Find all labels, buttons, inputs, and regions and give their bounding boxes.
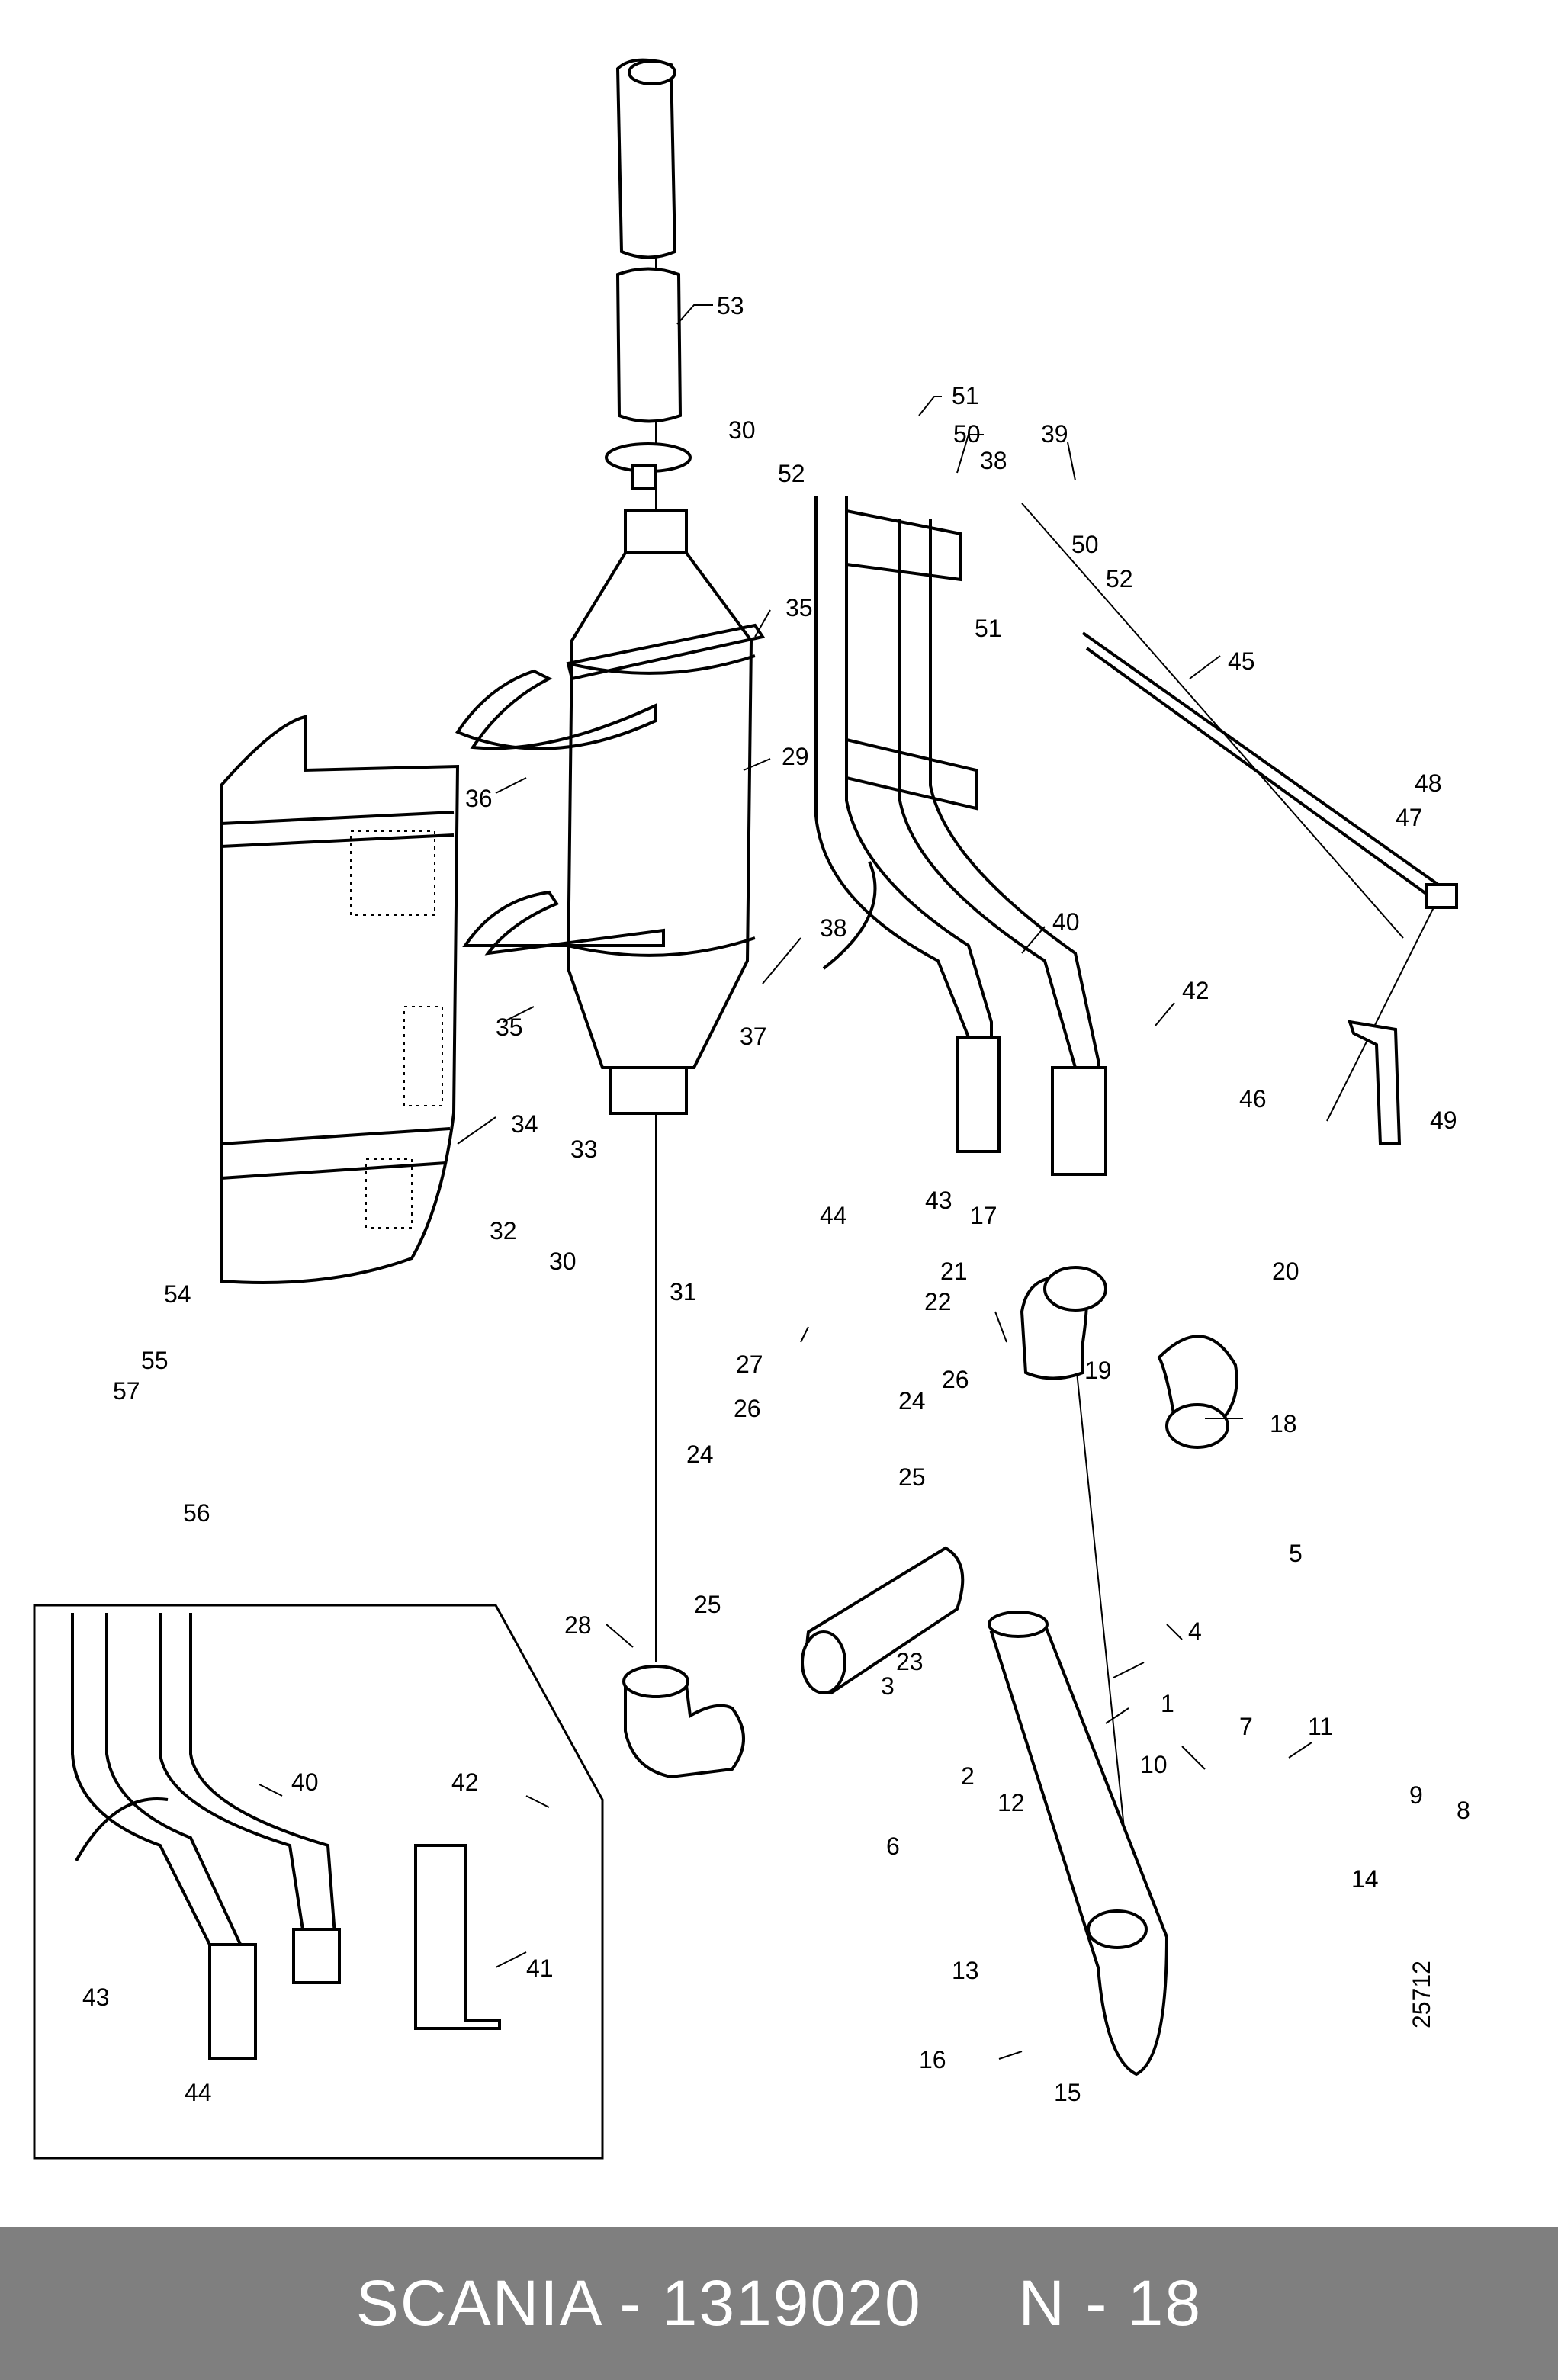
callout: 25 bbox=[694, 1591, 721, 1618]
callout: 37 bbox=[740, 1023, 767, 1050]
callout: 12 bbox=[997, 1789, 1025, 1816]
callout: 50 bbox=[1071, 531, 1099, 558]
leader-lines bbox=[259, 304, 1312, 2060]
callout: 4 bbox=[1188, 1617, 1202, 1645]
callout: 3 bbox=[881, 1672, 895, 1700]
callout: 21 bbox=[940, 1257, 968, 1285]
callout: 47 bbox=[1396, 804, 1423, 831]
callout: 51 bbox=[952, 382, 979, 410]
callout: 19 bbox=[1084, 1357, 1112, 1384]
detail-inset bbox=[33, 1604, 604, 2160]
callout: 24 bbox=[686, 1441, 714, 1468]
callout: 38 bbox=[980, 447, 1007, 474]
callout: 38 bbox=[820, 914, 847, 942]
flex-pipe bbox=[801, 1546, 965, 1695]
callout: 46 bbox=[1239, 1085, 1267, 1113]
clamp-top bbox=[605, 442, 692, 490]
callout: 36 bbox=[465, 785, 493, 812]
callout: 6 bbox=[886, 1832, 900, 1860]
callout: 18 bbox=[1270, 1410, 1297, 1437]
callout: 52 bbox=[778, 460, 805, 487]
footer-bar: SCANIA - 1319020 N - 18 bbox=[0, 2227, 1558, 2380]
callout: 42 bbox=[1182, 977, 1209, 1004]
callout: 44 bbox=[185, 2079, 212, 2106]
callout: 11 bbox=[1308, 1713, 1333, 1740]
callout: 2 bbox=[961, 1762, 975, 1790]
callout: 43 bbox=[82, 1983, 110, 2011]
callout: 50 bbox=[953, 420, 981, 448]
stay-rod bbox=[1081, 631, 1458, 909]
lower-elbow bbox=[622, 1665, 745, 1779]
callout: 49 bbox=[1430, 1106, 1457, 1134]
silencer bbox=[566, 509, 756, 1115]
part-reference-title: SCANIA - 1319020 N - 18 bbox=[355, 2267, 1203, 2339]
tail-pipe bbox=[615, 58, 683, 423]
callout: 45 bbox=[1228, 647, 1255, 675]
callout: 40 bbox=[291, 1768, 319, 1796]
elbow-pipes bbox=[1020, 1266, 1238, 1449]
rod-bracket bbox=[1348, 1020, 1402, 1145]
callout: 30 bbox=[728, 416, 756, 444]
callout: 41 bbox=[526, 1954, 554, 1982]
callout: 44 bbox=[820, 1202, 847, 1229]
callout: 32 bbox=[490, 1217, 517, 1245]
callout: 17 bbox=[970, 1202, 997, 1229]
callout: 57 bbox=[113, 1377, 140, 1405]
callout: 8 bbox=[1457, 1797, 1470, 1824]
callout: 54 bbox=[164, 1280, 191, 1308]
callout: 22 bbox=[924, 1288, 952, 1315]
callout: 10 bbox=[1140, 1751, 1168, 1778]
heat-shield bbox=[220, 715, 460, 1284]
callout: 39 bbox=[1041, 420, 1068, 448]
drawing-number: 25712 bbox=[1408, 1961, 1435, 2028]
perforations bbox=[350, 830, 443, 1229]
callout: 56 bbox=[183, 1499, 210, 1527]
callout: 26 bbox=[734, 1395, 761, 1422]
callout: 26 bbox=[942, 1366, 969, 1393]
callout: 16 bbox=[919, 2046, 946, 2073]
callout: 28 bbox=[564, 1611, 592, 1639]
front-pipe bbox=[988, 1611, 1169, 2076]
callout: 52 bbox=[1106, 565, 1133, 593]
callout: 48 bbox=[1415, 769, 1442, 797]
callout: 43 bbox=[925, 1187, 952, 1214]
callout: 34 bbox=[511, 1110, 538, 1138]
callout: 51 bbox=[975, 615, 1002, 642]
callout: 53 bbox=[717, 292, 744, 320]
callout: 25 bbox=[898, 1463, 926, 1491]
callout: 42 bbox=[451, 1768, 479, 1796]
callout: 30 bbox=[549, 1248, 577, 1275]
callout: 5 bbox=[1289, 1540, 1303, 1567]
mounting-straps bbox=[455, 623, 766, 956]
callout: 1 bbox=[1161, 1690, 1174, 1717]
callout: 55 bbox=[141, 1347, 169, 1374]
callout: 13 bbox=[952, 1957, 979, 1984]
callout: 23 bbox=[896, 1648, 924, 1675]
callout: 29 bbox=[782, 743, 809, 770]
support-frame bbox=[814, 496, 1107, 1176]
callout: 35 bbox=[785, 594, 813, 621]
callout-labels: 53 30 51 50 39 52 38 50 52 51 35 45 29 3… bbox=[82, 292, 1470, 2106]
callout: 33 bbox=[570, 1135, 598, 1163]
callout: 35 bbox=[496, 1013, 523, 1041]
callout: 9 bbox=[1409, 1781, 1423, 1809]
callout: 7 bbox=[1239, 1713, 1253, 1740]
callout: 14 bbox=[1351, 1865, 1379, 1893]
callout: 15 bbox=[1054, 2079, 1081, 2106]
callout: 31 bbox=[670, 1278, 697, 1306]
callout: 27 bbox=[736, 1351, 763, 1378]
callout: 40 bbox=[1052, 908, 1080, 936]
exploded-parts-diagram: 53 30 51 50 39 52 38 50 52 51 35 45 29 3… bbox=[33, 58, 1470, 2160]
callout: 24 bbox=[898, 1387, 926, 1415]
callout: 20 bbox=[1272, 1257, 1299, 1285]
